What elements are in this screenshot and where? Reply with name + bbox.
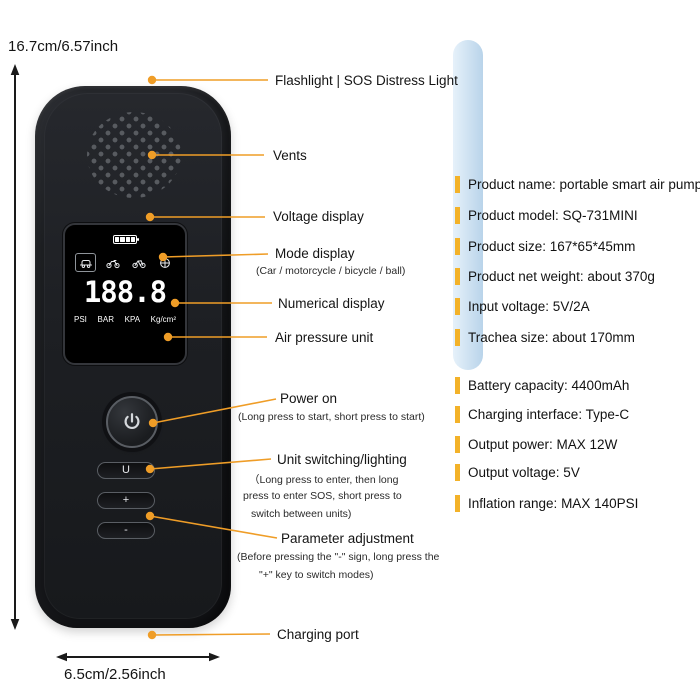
spec-product-model: Product model: SQ-731MINI (455, 207, 638, 224)
callout-power: Power on (280, 391, 338, 406)
callout-numerical: Numerical display (278, 296, 385, 311)
minus-button-label: - (124, 524, 128, 536)
callout-pressure-unit: Air pressure unit (275, 330, 374, 345)
lcd-display: 188.8 PSI BAR KPA Kg/cm² (63, 223, 187, 365)
width-arrow (56, 652, 220, 662)
spec-text: Output power: MAX 12W (468, 437, 618, 452)
spec-charging-interface: Charging interface: Type-C (455, 406, 629, 423)
pressure-units-row: PSI BAR KPA Kg/cm² (73, 315, 177, 324)
spec-output-power: Output power: MAX 12W (455, 436, 617, 453)
motorcycle-icon (103, 254, 122, 271)
width-dimension-label: 6.5cm/2.56inch (64, 666, 166, 683)
power-button (106, 396, 158, 448)
spec-output-voltage: Output voltage: 5V (455, 464, 580, 481)
spec-trachea-size: Trachea size: about 170mm (455, 329, 635, 346)
spec-accent-bar (455, 238, 460, 255)
callout-unit-switching-sub2: press to enter SOS, short press to (243, 490, 402, 502)
unit-switch-button: U (97, 462, 155, 479)
spec-accent-bar (455, 406, 460, 423)
spec-product-size: Product size: 167*65*45mm (455, 238, 635, 255)
callout-parameter-sub1: (Before pressing the "-" sign, long pres… (237, 551, 440, 563)
spec-inflation-range: Inflation range: MAX 140PSI (455, 495, 638, 512)
plus-button: + (97, 492, 155, 509)
callout-power-sub: (Long press to start, short press to sta… (238, 411, 425, 423)
height-arrow (10, 64, 20, 630)
decor-strip (453, 40, 483, 370)
vents (87, 112, 181, 198)
power-icon (124, 413, 140, 429)
callout-unit-switching-sub3: switch between units) (251, 508, 352, 520)
callout-mode: Mode display (275, 246, 355, 261)
spec-accent-bar (455, 495, 460, 512)
ball-icon (156, 254, 175, 271)
unit-bar: BAR (97, 315, 114, 324)
unit-psi: PSI (74, 315, 87, 324)
spec-text: Product model: SQ-731MINI (468, 208, 638, 223)
callout-unit-switching: Unit switching/lighting (277, 452, 407, 467)
spec-accent-bar (455, 207, 460, 224)
battery-level-icon (113, 235, 139, 244)
callout-parameter: Parameter adjustment (281, 531, 414, 546)
callout-unit-switching-sub1: （Long press to enter, then long (249, 474, 399, 486)
spec-text: Input voltage: 5V/2A (468, 299, 590, 314)
spec-accent-bar (455, 268, 460, 285)
spec-accent-bar (455, 377, 460, 394)
mode-icon-row (73, 253, 177, 272)
minus-button: - (97, 522, 155, 539)
callout-flashlight: Flashlight | SOS Distress Light (275, 73, 458, 88)
spec-battery-capacity: Battery capacity: 4400mAh (455, 377, 629, 394)
spec-text: Charging interface: Type-C (468, 407, 630, 422)
unit-kpa: KPA (124, 315, 141, 324)
callout-voltage: Voltage display (273, 209, 364, 224)
plus-button-label: + (122, 494, 130, 506)
spec-text: Trachea size: about 170mm (468, 330, 635, 345)
spec-net-weight: Product net weight: about 370g (455, 268, 655, 285)
spec-text: Product name: portable smart air pump (468, 177, 700, 192)
callout-charging-port: Charging port (277, 627, 359, 642)
callout-vents: Vents (273, 148, 307, 163)
callout-mode-sub: (Car / motorcycle / bicycle / ball) (256, 265, 406, 277)
car-icon (75, 253, 96, 272)
spec-accent-bar (455, 176, 460, 193)
spec-accent-bar (455, 298, 460, 315)
spec-text: Product size: 167*65*45mm (468, 239, 636, 254)
spec-text: Output voltage: 5V (468, 465, 580, 480)
spec-text: Battery capacity: 4400mAh (468, 378, 630, 393)
unit-switch-button-label: U (122, 464, 130, 476)
bicycle-icon (130, 254, 149, 271)
unit-kgcm2: Kg/cm² (150, 315, 176, 324)
spec-accent-bar (455, 329, 460, 346)
spec-product-name: Product name: portable smart air pump (455, 176, 700, 193)
spec-text: Product net weight: about 370g (468, 269, 655, 284)
air-pump-device: 188.8 PSI BAR KPA Kg/cm² U + - (35, 86, 231, 628)
height-dimension-label: 16.7cm/6.57inch (8, 38, 119, 55)
spec-input-voltage: Input voltage: 5V/2A (455, 298, 590, 315)
callout-parameter-sub2: "+" key to switch modes) (259, 569, 374, 581)
spec-accent-bar (455, 464, 460, 481)
spec-accent-bar (455, 436, 460, 453)
pressure-reading: 188.8 (83, 275, 167, 309)
spec-text: Inflation range: MAX 140PSI (468, 496, 639, 511)
